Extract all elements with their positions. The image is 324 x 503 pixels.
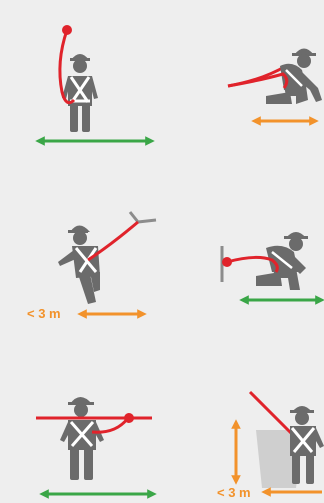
- horizontal-line-standing-icon: [36, 397, 152, 494]
- horizontal-lanyard-kneeling-icon: [228, 49, 322, 122]
- distance-label: < 3 m: [27, 306, 61, 321]
- angled-anchor-standing-icon: < 3 m: [27, 212, 156, 321]
- overhead-anchor-standing-icon: [40, 25, 150, 141]
- low-anchor-crouching-icon: [222, 232, 320, 300]
- distance-label: < 3 m: [217, 485, 251, 500]
- edge-fall-clearance-icon: < 3 m: [217, 392, 324, 500]
